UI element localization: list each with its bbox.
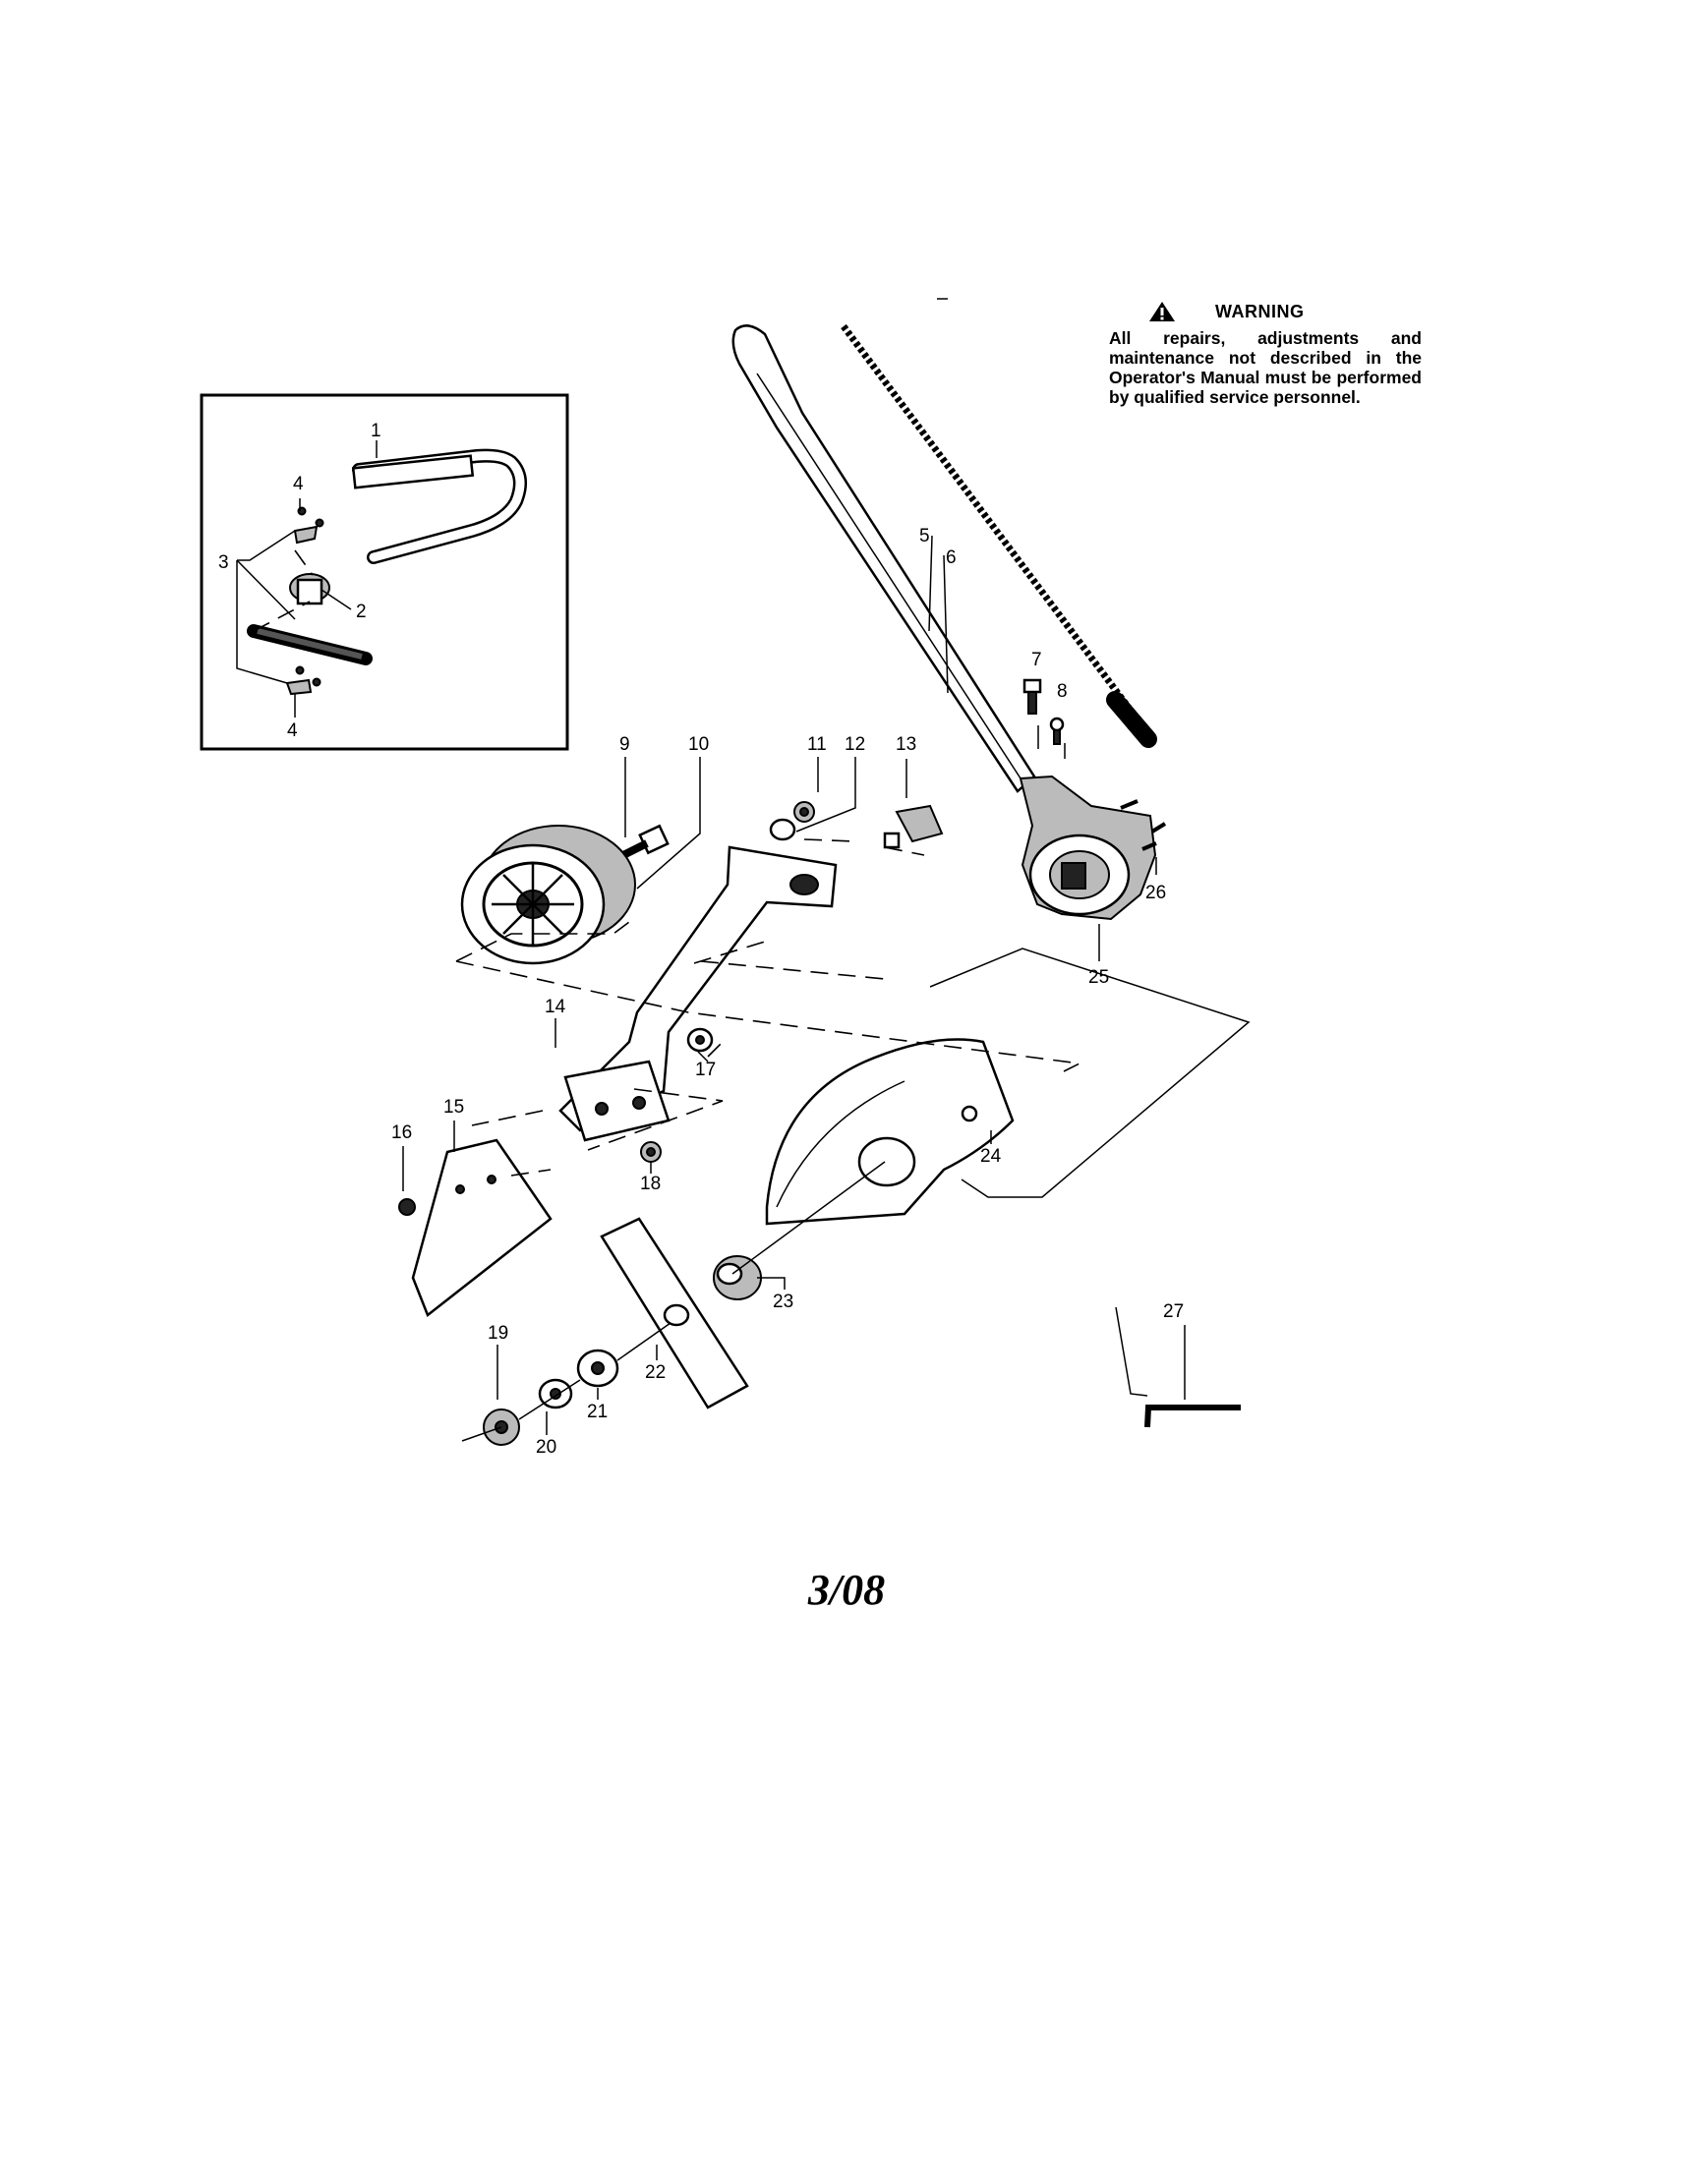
label-part-6: 6	[946, 547, 957, 568]
part-5-boom	[731, 324, 1036, 793]
label-part-16: 16	[391, 1122, 412, 1143]
label-part-25: 25	[1088, 967, 1109, 988]
part-21-washer	[576, 1349, 619, 1388]
label-part-18: 18	[640, 1174, 661, 1194]
label-part-20: 20	[536, 1437, 556, 1458]
part-27-hex-key	[1144, 1405, 1241, 1428]
label-part-4-bottom: 4	[287, 720, 298, 741]
label-part-3: 3	[218, 552, 229, 573]
part-18-nut	[640, 1141, 662, 1163]
label-part-12: 12	[845, 734, 865, 755]
part-15-guard-plate	[411, 1138, 553, 1318]
part-3-shaft	[247, 624, 373, 665]
label-part-14: 14	[545, 997, 566, 1017]
label-part-26: 26	[1145, 883, 1166, 903]
part-7-screw	[1022, 678, 1042, 715]
part-13-thumb-screw	[883, 804, 944, 849]
warning-header: WARNING	[1148, 301, 1422, 322]
label-part-2: 2	[356, 602, 367, 622]
label-part-15: 15	[443, 1097, 464, 1118]
label-part-1: 1	[371, 421, 381, 441]
label-part-7: 7	[1031, 650, 1042, 670]
part-wheel	[460, 825, 636, 965]
label-part-5: 5	[919, 526, 930, 546]
part-22-blade	[600, 1217, 749, 1409]
warning-triangle-icon	[1149, 302, 1175, 321]
label-part-22: 22	[645, 1362, 666, 1383]
part-26-screws	[1120, 799, 1167, 851]
footer-date: 3/08	[807, 1566, 886, 1614]
part-12-washer	[769, 818, 796, 841]
part-14-plate	[563, 1060, 671, 1142]
part-1-tube	[351, 448, 527, 564]
part-11-nut	[793, 801, 815, 823]
part-17-washer	[686, 1027, 714, 1053]
label-part-11: 11	[807, 734, 827, 755]
warning-title: WARNING	[1215, 302, 1305, 321]
label-part-23: 23	[773, 1292, 793, 1312]
label-part-21: 21	[587, 1402, 608, 1422]
warning-notice: WARNING All repairs, adjustments and mai…	[1109, 301, 1422, 407]
inset-box	[200, 393, 569, 751]
label-part-8: 8	[1057, 681, 1068, 702]
label-part-10: 10	[688, 734, 709, 755]
warning-text: All repairs, adjustments and maintenance…	[1109, 328, 1422, 407]
label-part-27: 27	[1163, 1301, 1184, 1322]
part-23-adapter	[713, 1255, 762, 1300]
part-6-drive-shaft	[841, 323, 1157, 748]
label-part-13: 13	[896, 734, 916, 755]
label-part-19: 19	[488, 1323, 508, 1344]
label-part-24: 24	[980, 1146, 1002, 1167]
label-part-9: 9	[619, 734, 630, 755]
part-8-screw	[1049, 717, 1065, 745]
label-part-4-top: 4	[293, 474, 304, 494]
part-25-gearbox	[1019, 775, 1157, 921]
part-24-blade-guard	[765, 1038, 1015, 1226]
part-16-screw	[398, 1198, 416, 1216]
label-part-17: 17	[695, 1060, 716, 1080]
part-2-knob	[289, 573, 330, 605]
